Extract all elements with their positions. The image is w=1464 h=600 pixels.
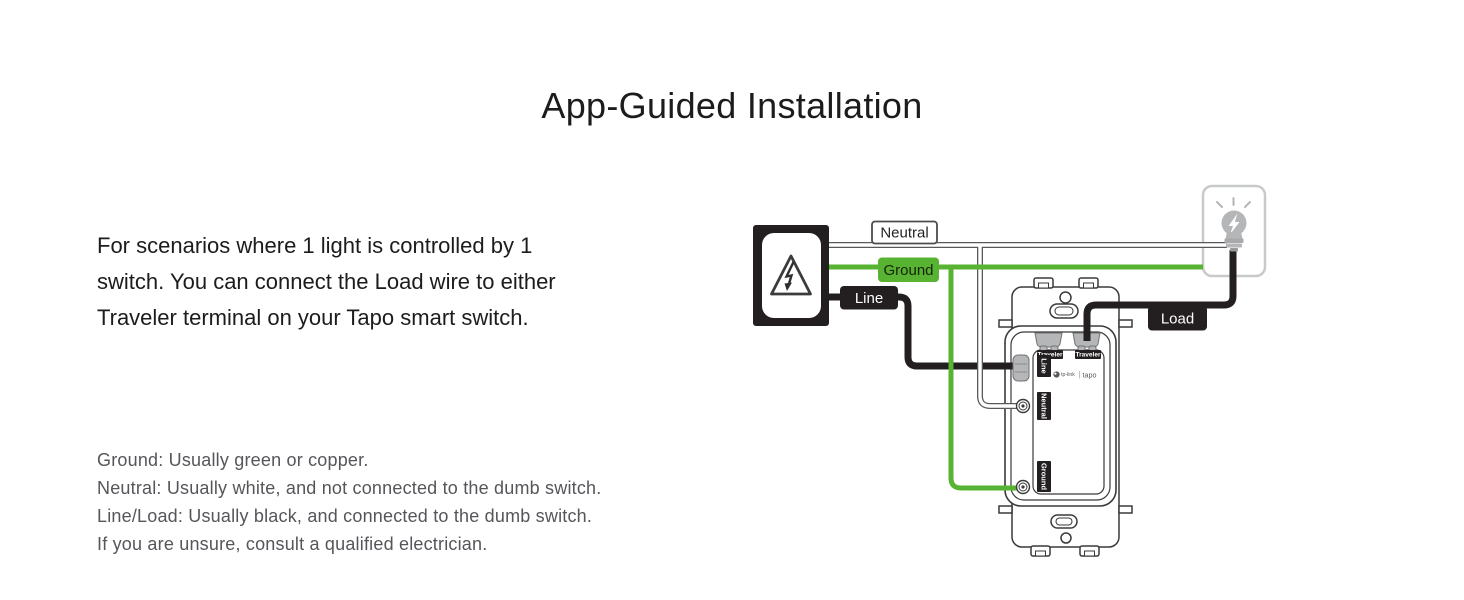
lightning-arrowhead (784, 282, 792, 291)
ground-wire-label: Ground (878, 257, 939, 282)
neutral-screw-terminal (1015, 398, 1031, 414)
side-tab (1118, 505, 1133, 514)
mounting-tab-notch (1035, 550, 1046, 557)
mounting-screw-hole (1059, 291, 1072, 304)
neutral-wire-branch (978, 245, 1018, 408)
mounting-screw-hole (1060, 532, 1072, 544)
ground-screw-terminal (1015, 479, 1031, 495)
smart-switch-body (1004, 325, 1117, 507)
ground-wire-branch (948, 267, 1017, 491)
bulb-base-tip (1230, 248, 1238, 252)
bulb-base-ring (1224, 238, 1244, 243)
page-title: App-Guided Installation (541, 85, 923, 126)
load-wire (1083, 250, 1237, 341)
neutral-terminal-label: Neutral (1040, 393, 1049, 419)
bulb-lightning (1228, 213, 1240, 235)
terminal-labels: Line Neutral Ground (1037, 355, 1051, 492)
svg-text:Load: Load (1161, 310, 1194, 327)
svg-text:Ground: Ground (883, 262, 933, 279)
power-source-box (753, 225, 829, 326)
line-wire (829, 293, 1024, 370)
mounting-slot-inner (1055, 517, 1073, 526)
line-push-terminal (1012, 354, 1030, 382)
mounting-tab-notch (1083, 282, 1094, 289)
mounting-slot-inner (1054, 306, 1074, 316)
line-wire-label: Line (840, 286, 898, 310)
neutral-wire-label: Neutral (871, 220, 938, 245)
line-terminal-label: Line (1040, 358, 1049, 373)
mounting-tab-notch (1038, 282, 1049, 289)
wire-label-pills: Neutral Ground Line Load (840, 220, 1207, 331)
switch-face-panel (1032, 349, 1105, 495)
load-wire-label: Load (1148, 306, 1207, 331)
mounting-tab-notch (1084, 550, 1095, 557)
tp-link-icon (1053, 371, 1060, 378)
traveler-right-label: Traveler (1076, 351, 1101, 358)
wiring-diagram: Traveler Traveler tp-link tapo Line Neut… (753, 184, 1267, 557)
bulb-neck (1225, 232, 1243, 239)
traveler-terminal-left (1034, 332, 1063, 348)
wiring-notes-text: Ground: Usually green or copper. Neutral… (97, 450, 602, 554)
description-text: For scenarios where 1 light is controlle… (97, 233, 556, 330)
screw-terminals (1012, 354, 1031, 495)
side-tab (998, 319, 1013, 328)
bulb-rays (1216, 197, 1251, 208)
ground-terminal-label: Ground (1040, 463, 1049, 490)
svg-text:Line: Line (855, 290, 883, 307)
traveler-left-label: Traveler (1038, 351, 1063, 358)
svg-text:Neutral: Neutral (880, 225, 928, 242)
brand-sub-text: tapo (1083, 370, 1097, 379)
side-tab (1118, 319, 1133, 328)
brand-text: tp-link (1061, 372, 1075, 378)
bulb-base-ring (1226, 243, 1242, 248)
tp-link-tapo-logo: tp-link tapo (1053, 370, 1097, 379)
side-tab (998, 505, 1013, 514)
light-bulb-icon (1216, 197, 1251, 252)
lightning-bolt-icon (784, 261, 795, 288)
